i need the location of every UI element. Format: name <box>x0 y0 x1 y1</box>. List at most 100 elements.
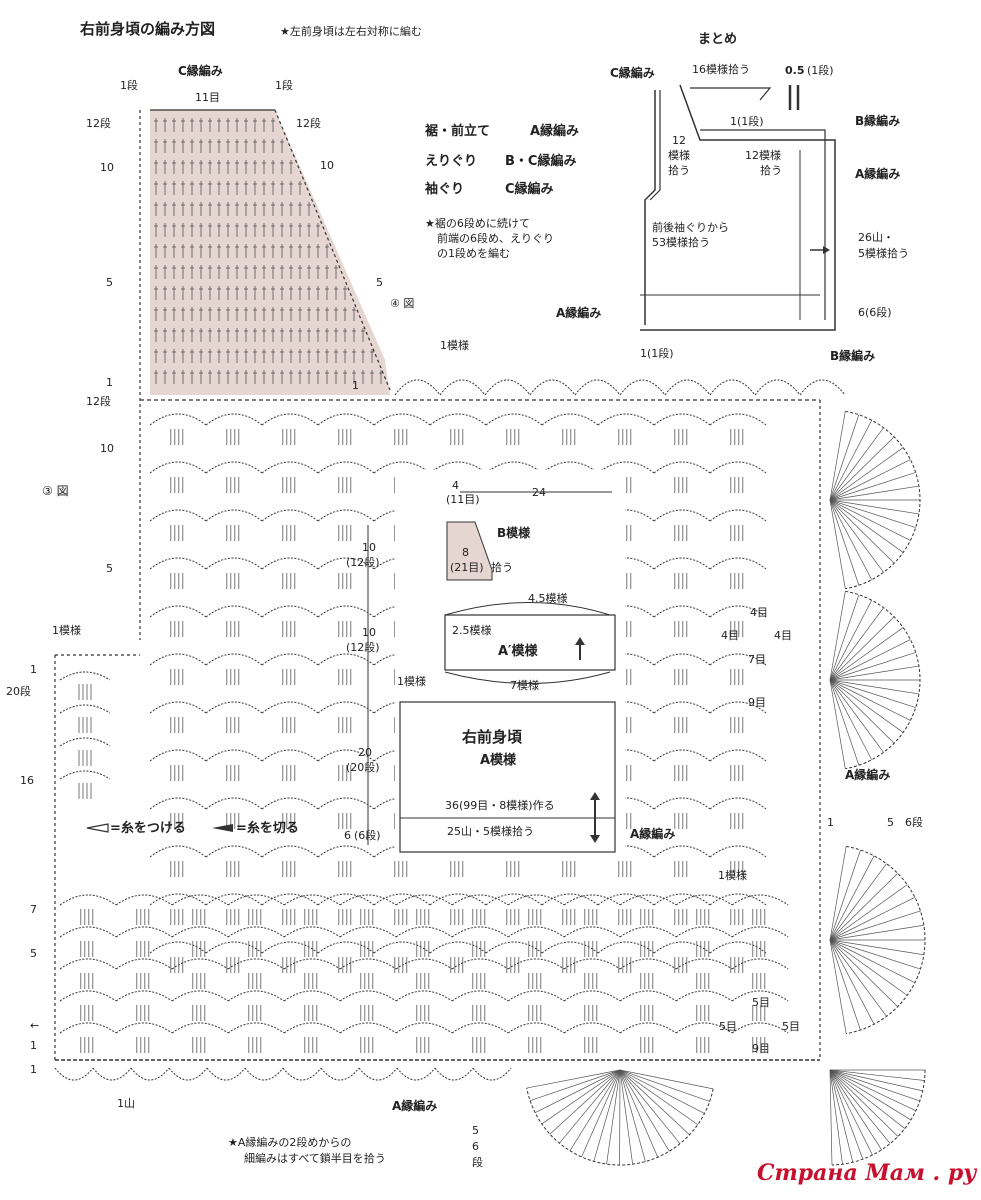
bottom-a-edge: A縁編み <box>392 1099 438 1113</box>
main-row10: 10 <box>100 442 114 455</box>
chain-arc <box>171 958 229 970</box>
fan-stitch <box>829 679 895 744</box>
row12-right: 12段 <box>296 117 321 130</box>
chain-arc <box>149 797 207 810</box>
fan-stitch <box>829 639 911 681</box>
fan-stitch <box>829 1069 925 1081</box>
chain-arc <box>619 894 677 906</box>
sch-w4s: (11目) <box>446 493 480 506</box>
top-scallop <box>394 379 441 396</box>
chain-arc <box>709 557 767 570</box>
fan-stitch <box>829 910 921 941</box>
chain-arc <box>205 605 263 618</box>
chain-arc <box>373 413 431 426</box>
legend-note3: の1段めを編む <box>437 247 510 260</box>
chain-arc <box>709 845 767 858</box>
fan-stitch <box>534 1069 621 1114</box>
fan-stitch <box>549 1069 621 1135</box>
chain-arc <box>261 845 319 858</box>
chain-arc <box>451 926 509 938</box>
sch-v20: 20 <box>358 746 372 759</box>
count-4-right: 4目 <box>774 629 792 642</box>
chain-arc <box>283 1022 341 1034</box>
chain-arc <box>675 990 733 1002</box>
chain-arc <box>261 509 319 522</box>
chain-arc <box>731 990 789 1002</box>
fan-stitch <box>526 1069 621 1089</box>
attach-yarn-icon <box>86 823 109 833</box>
fan-stitch <box>829 1069 899 1137</box>
bottom-scallop <box>206 1067 246 1081</box>
chain-arc <box>541 413 599 426</box>
chain-arc <box>619 1022 677 1034</box>
chain-arc <box>317 941 375 954</box>
fan-stitch <box>829 1069 911 1121</box>
fan-stitch <box>829 499 919 515</box>
count-4-top: 4目 <box>750 606 768 619</box>
chain-arc <box>261 749 319 762</box>
sch-body-pattern: A模様 <box>480 753 517 768</box>
matome-pick16: 16模様拾う <box>692 63 750 76</box>
sch-w24: 24 <box>532 486 546 499</box>
fig3-label: ③ 図 <box>42 484 69 498</box>
chain-arc <box>653 413 711 426</box>
a-prime-arrowhead <box>575 637 585 645</box>
row1-bottom: 1 <box>106 376 113 389</box>
main-row5b: 5 <box>30 947 37 960</box>
chain-arc <box>149 941 207 954</box>
fan-stitch <box>829 1069 923 1092</box>
fan-stitch <box>829 499 846 589</box>
legend-note1: ★裾の6段めに続けて <box>425 217 530 230</box>
chain-arc <box>675 958 733 970</box>
legend-attach: =糸をつける <box>110 821 186 836</box>
chain-arc <box>205 941 263 954</box>
matome-pick12b: 模様 <box>668 149 690 162</box>
fan-stitch <box>829 447 904 501</box>
main-pattern-bottom: 1模様 <box>718 869 747 882</box>
chain-arc <box>59 894 117 906</box>
chain-arc <box>261 413 319 426</box>
fan-stitch <box>559 1069 621 1144</box>
sch-b-pattern: B模様 <box>497 526 531 540</box>
chain-arc <box>507 1022 565 1034</box>
sch-base: 36(99目・8模様)作る <box>445 799 555 812</box>
chain-arc <box>373 941 431 954</box>
curve-45 <box>444 602 611 616</box>
chain-arc <box>205 797 263 810</box>
chain-arc <box>653 893 711 906</box>
chain-arc <box>395 1022 453 1034</box>
chain-arc <box>317 413 375 426</box>
fan-stitch <box>829 679 846 769</box>
matome-peaks26: 26山・ <box>858 231 894 244</box>
fan-stitch <box>829 873 898 941</box>
bottom-scallop <box>434 1067 474 1081</box>
right-col-1: 1 <box>827 816 834 829</box>
fan-stitch <box>829 855 875 941</box>
matome-a-edge-left: A縁編み <box>556 306 602 320</box>
fan-stitch <box>829 616 895 681</box>
fan-stitch <box>829 420 873 501</box>
chain-arc <box>227 894 285 906</box>
fan-stitch <box>829 939 887 1017</box>
fan-stitch <box>541 1069 621 1125</box>
fan-stitch <box>829 846 847 941</box>
chain-arc <box>317 845 375 858</box>
top-scallop <box>574 379 621 396</box>
body-box <box>399 701 616 853</box>
fan-edge <box>845 590 921 770</box>
chain-arc <box>675 926 733 938</box>
chain-arc <box>563 926 621 938</box>
fan-stitch <box>569 1069 621 1151</box>
fan-stitch <box>829 1069 906 1129</box>
body-arrowhead-up <box>590 792 600 800</box>
chain-arc <box>261 941 319 954</box>
fan-stitch <box>829 939 847 1034</box>
bottom-scallop <box>320 1067 360 1081</box>
count-5-left: 5目 <box>719 1020 737 1033</box>
chain-arc <box>59 958 117 970</box>
chain-arc <box>451 958 509 970</box>
fan-stitch <box>829 679 860 766</box>
chain-arc <box>205 509 263 522</box>
fan-stitch <box>619 1069 710 1102</box>
fan-stitch <box>829 679 911 721</box>
